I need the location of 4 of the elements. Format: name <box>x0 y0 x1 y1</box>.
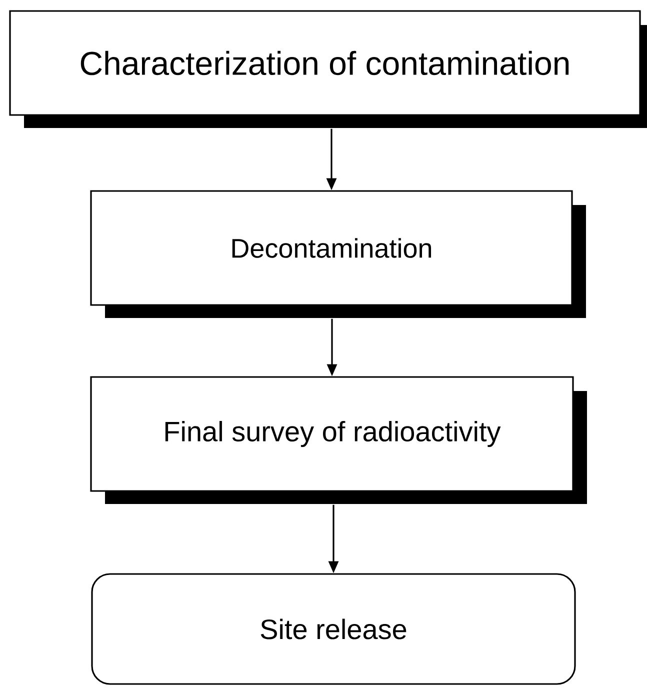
process-box: Final survey of radioactivity <box>90 376 587 504</box>
process-box: Decontamination <box>90 190 586 318</box>
terminal-box: Site release <box>91 573 576 685</box>
process-box: Characterization of contamination <box>9 10 647 128</box>
